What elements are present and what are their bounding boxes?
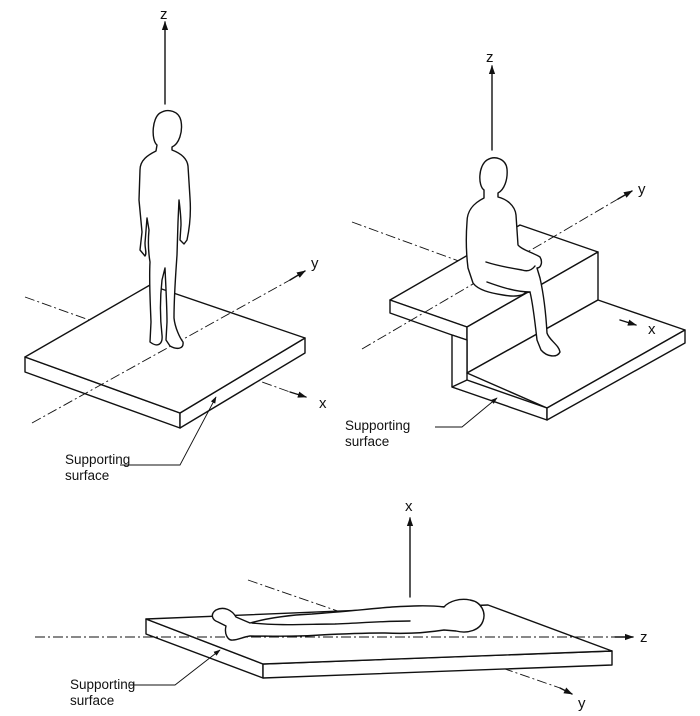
standing-z-label: z (160, 6, 168, 23)
standing-x-arrow (289, 391, 307, 398)
standing-y-label: y (311, 255, 319, 272)
recumbent-surface-leader (130, 649, 221, 686)
seated-y-arrow (617, 190, 633, 200)
seated-z-label: z (486, 49, 494, 66)
seated-forearm-line (485, 261, 536, 272)
seated-x-label: x (648, 321, 656, 338)
seated-surface-label-line2: surface (345, 434, 389, 449)
seated-y-label: y (638, 181, 646, 198)
standing-x-label: x (319, 395, 327, 412)
standing-person (138, 109, 192, 350)
standing-y-axis-line (31, 279, 291, 424)
standing-surface-leader (120, 396, 217, 466)
recumbent-z-label: z (640, 629, 648, 646)
recumbent-y-arrow (559, 687, 573, 695)
seated-thigh-line (486, 281, 531, 293)
standing-surface-label-line2: surface (65, 468, 109, 483)
seated-person (465, 157, 561, 357)
seated-surface-leader (435, 397, 498, 428)
standing-y-arrow (289, 270, 306, 281)
seated-surface-label-line1: Supporting (345, 418, 410, 433)
standing-surface-label-line1: Supporting (65, 452, 130, 467)
seated-x-arrow (619, 319, 637, 326)
recumbent-surface-label-line1: Supporting (70, 677, 135, 692)
recumbent-y-label: y (578, 695, 586, 712)
recumbent-x-label: x (405, 498, 413, 515)
recumbent-person (211, 598, 485, 641)
seated-panel: z y x Supporting surface (345, 49, 686, 449)
recumbent-panel: x z y Supporting surface (35, 498, 648, 712)
standing-support-slab (24, 284, 306, 429)
recumbent-surface-label-line2: surface (70, 693, 114, 708)
recumbent-leg-separation-line (251, 620, 411, 626)
standing-panel: z y x Supporting surface (24, 6, 327, 483)
